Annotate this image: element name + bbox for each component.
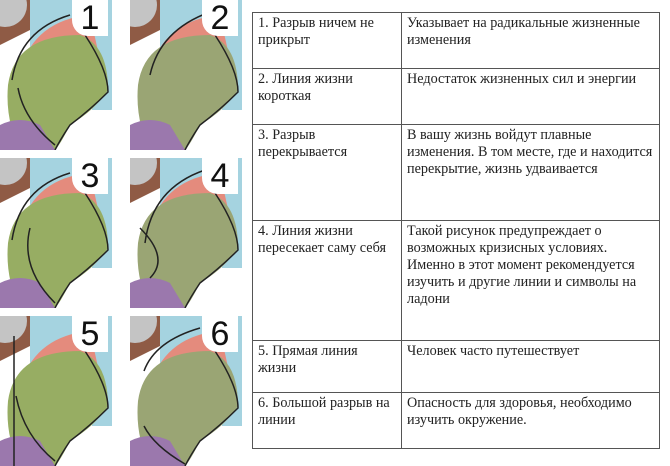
panel-number: 2	[202, 0, 238, 36]
line-meaning: Человек часто путешествует	[401, 340, 660, 393]
panel-number: 6	[202, 316, 238, 352]
line-meaning: Недостаток жизненных сил и энергии	[401, 68, 660, 125]
palm-panel: 4	[130, 158, 242, 308]
palm-drawing	[130, 0, 242, 150]
palm-panel: 6	[130, 316, 242, 466]
line-type: 5. Прямая линия жизни	[252, 340, 402, 393]
line-meaning: Указывает на радикальные жизненные измен…	[401, 12, 660, 69]
palm-panel: 5	[0, 316, 112, 466]
line-type: 2. Линия жизни короткая	[252, 68, 402, 125]
palm-drawing	[130, 316, 242, 466]
line-type: 6. Большой разрыв на линии	[252, 392, 402, 449]
line-meaning: Такой рисунок предупреждает о возможных …	[401, 220, 660, 341]
line-type: 1. Разрыв ничем не прикрыт	[252, 12, 402, 69]
panel-number: 1	[72, 0, 108, 36]
panel-number: 3	[72, 158, 108, 194]
palm-panel: 2	[130, 0, 242, 150]
line-type: 4. Линия жизни пересекает саму себя	[252, 220, 402, 341]
palm-panel: 3	[0, 158, 112, 308]
panel-number: 5	[72, 316, 108, 352]
palm-panel: 1	[0, 0, 112, 150]
panel-number: 4	[202, 158, 238, 194]
line-type: 3. Разрыв перекрывается	[252, 124, 402, 221]
line-meaning: Опасность для здоровья, необходимо изучи…	[401, 392, 660, 449]
line-meaning: В вашу жизнь войдут плавные изменения. В…	[401, 124, 660, 221]
